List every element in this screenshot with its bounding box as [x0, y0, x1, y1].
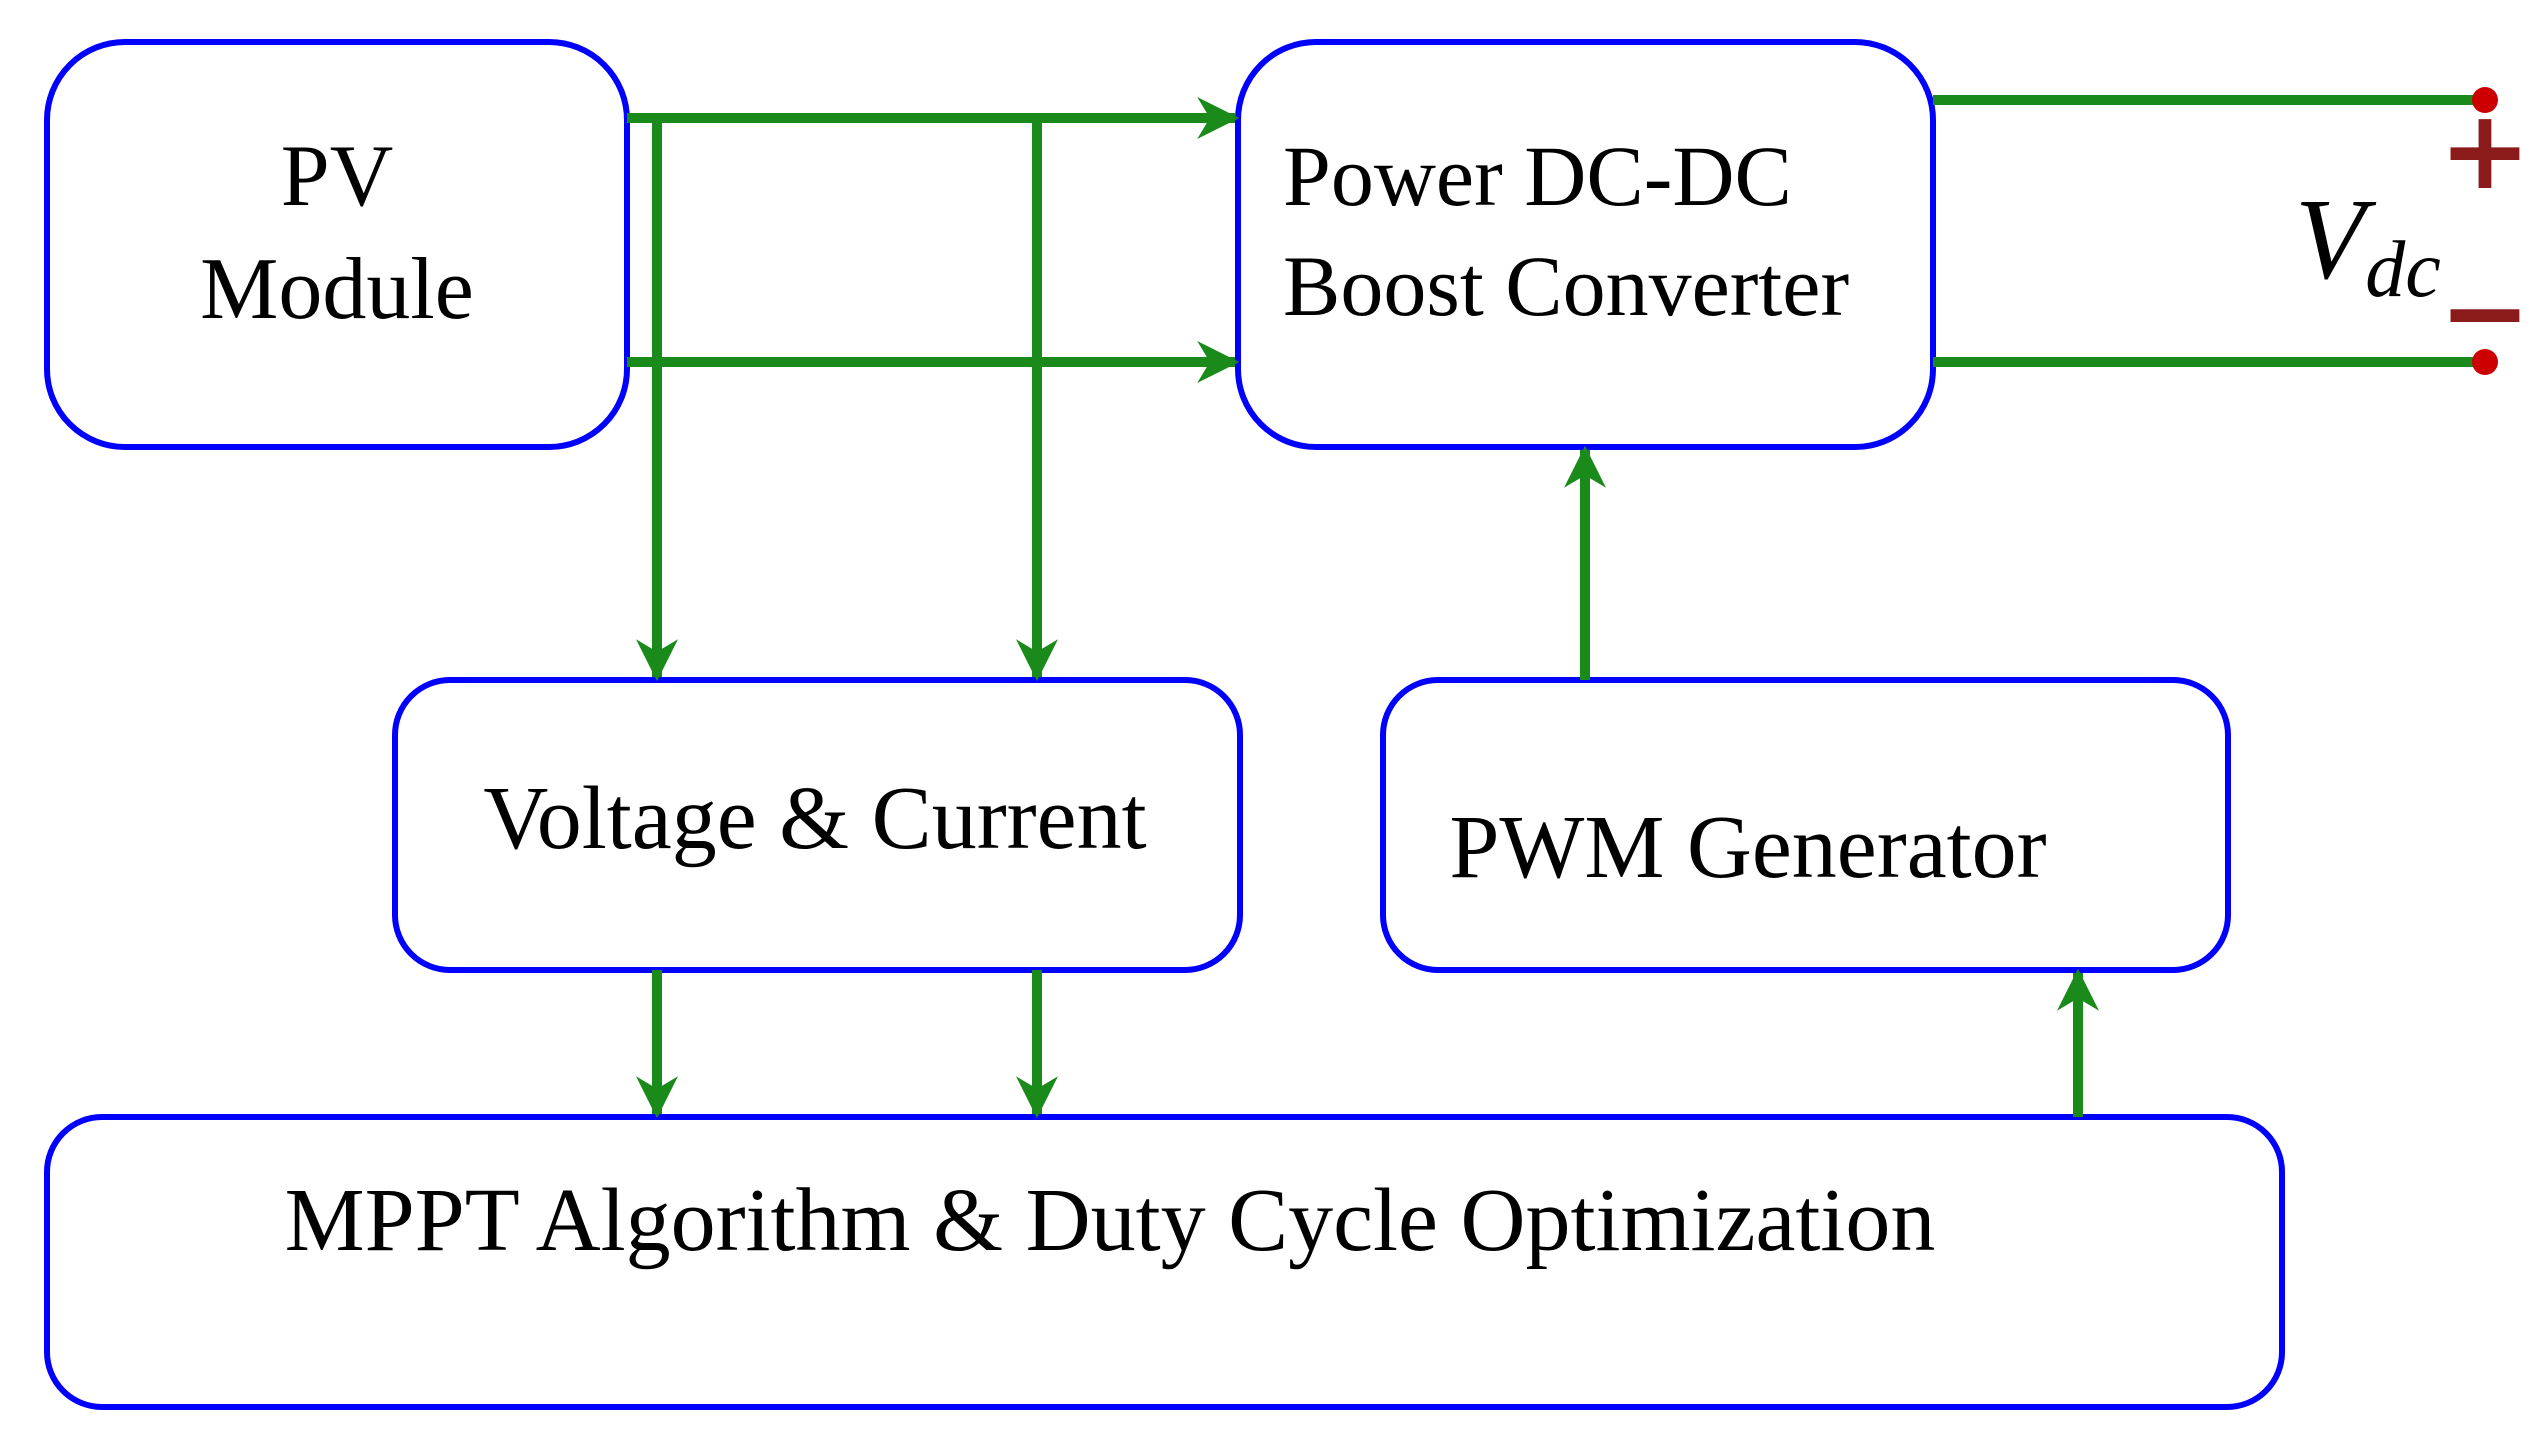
voltage-current-block: Voltage & Current — [392, 677, 1243, 973]
negative-sign: − — [2439, 248, 2531, 376]
boost-converter-label-line1: Power DC-DC — [1283, 128, 1792, 224]
vdc-subscript: dc — [2365, 226, 2441, 314]
boost-converter-block: Power DC-DC Boost Converter — [1235, 39, 1936, 450]
pwm-generator-label: PWM Generator — [1449, 798, 2046, 897]
pv-module-box — [44, 39, 630, 450]
negative-terminal-dot — [2472, 349, 2498, 375]
vdc-label: Vdc — [2295, 176, 2441, 314]
voltage-current-label: Voltage & Current — [483, 769, 1146, 868]
mppt-label: MPPT Algorithm & Duty Cycle Optimization — [285, 1171, 1936, 1270]
pv-module-label-line2: Module — [200, 241, 474, 338]
positive-sign: + — [2439, 86, 2531, 214]
signal-lines — [627, 95, 2485, 1119]
voltage-current-box — [392, 677, 1243, 973]
boost-converter-label-line2: Boost Converter — [1283, 238, 1849, 334]
output-terminals: + − Vdc — [2295, 86, 2531, 376]
pwm-generator-box — [1380, 677, 2231, 973]
vdc-symbol: V — [2295, 176, 2377, 303]
mppt-block: MPPT Algorithm & Duty Cycle Optimization — [44, 1114, 2285, 1410]
positive-terminal-dot — [2472, 87, 2498, 113]
pv-module-block: PV Module — [44, 39, 630, 450]
pv-module-label-line1: PV — [281, 128, 394, 225]
pwm-generator-block: PWM Generator — [1380, 677, 2231, 973]
mppt-box — [44, 1114, 2285, 1410]
